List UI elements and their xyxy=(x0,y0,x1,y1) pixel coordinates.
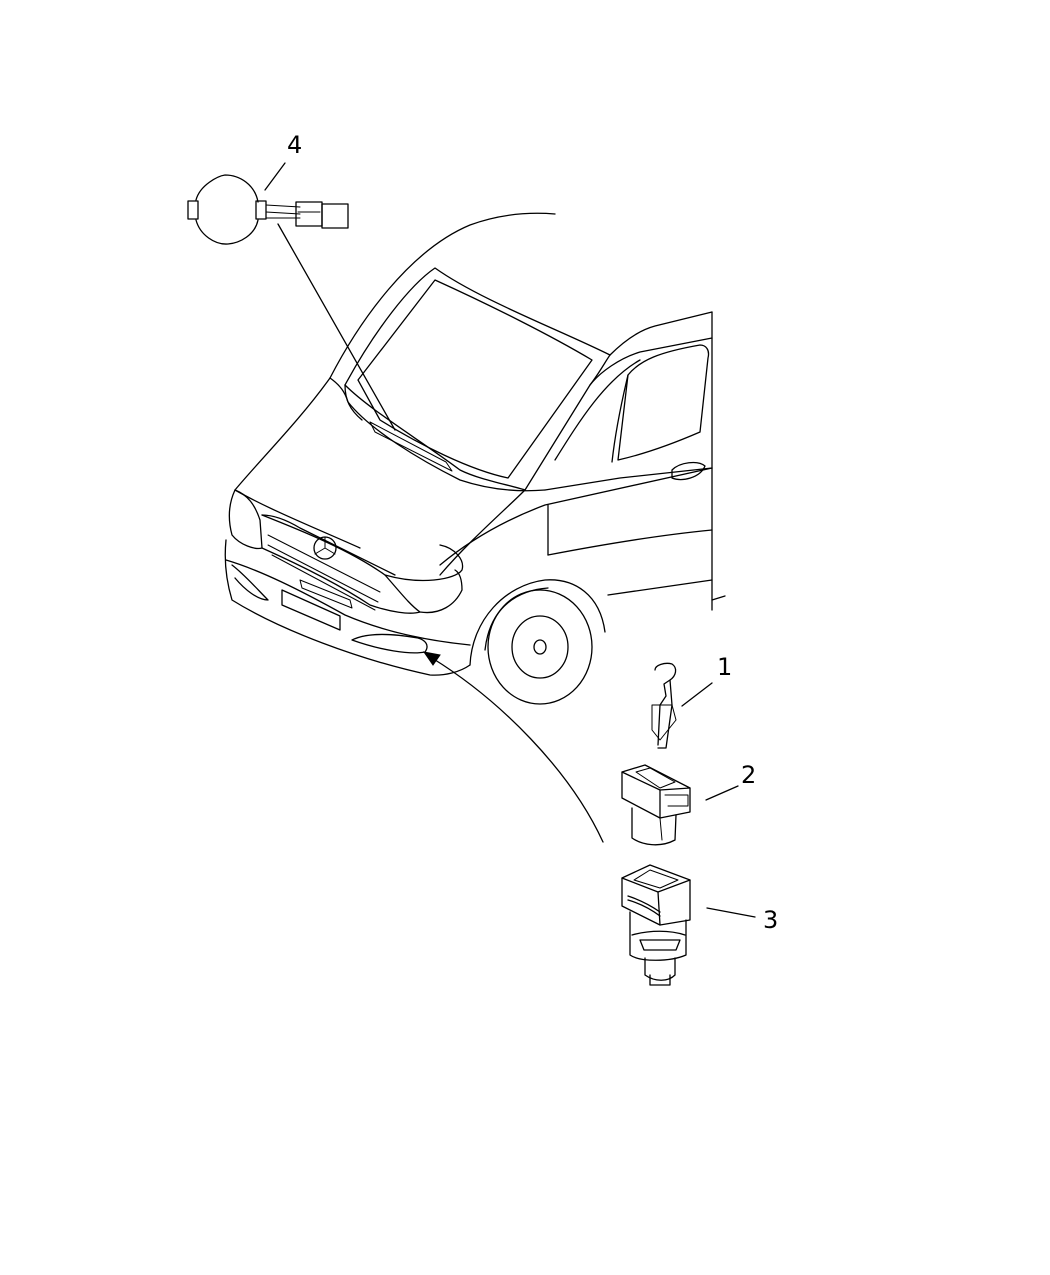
part-1-terminal xyxy=(651,662,677,749)
part-2-connector-housing xyxy=(621,764,691,846)
callout-number-3: 3 xyxy=(763,906,778,934)
brand-star-emblem xyxy=(313,536,337,560)
callout-1-leader xyxy=(681,682,713,707)
part-4-sensor-ring xyxy=(187,174,349,245)
callout-number-4: 4 xyxy=(287,131,302,159)
part-3-sensor xyxy=(621,864,691,986)
callout-3-leader xyxy=(706,907,756,918)
callout-2-leader xyxy=(705,785,739,801)
callout-number-1: 1 xyxy=(717,653,732,681)
callout-4-leader xyxy=(264,162,286,191)
location-arrow xyxy=(422,651,604,843)
van-illustration xyxy=(224,212,726,705)
callout-number-2: 2 xyxy=(741,761,756,789)
part-4-pointer-line xyxy=(277,223,396,431)
